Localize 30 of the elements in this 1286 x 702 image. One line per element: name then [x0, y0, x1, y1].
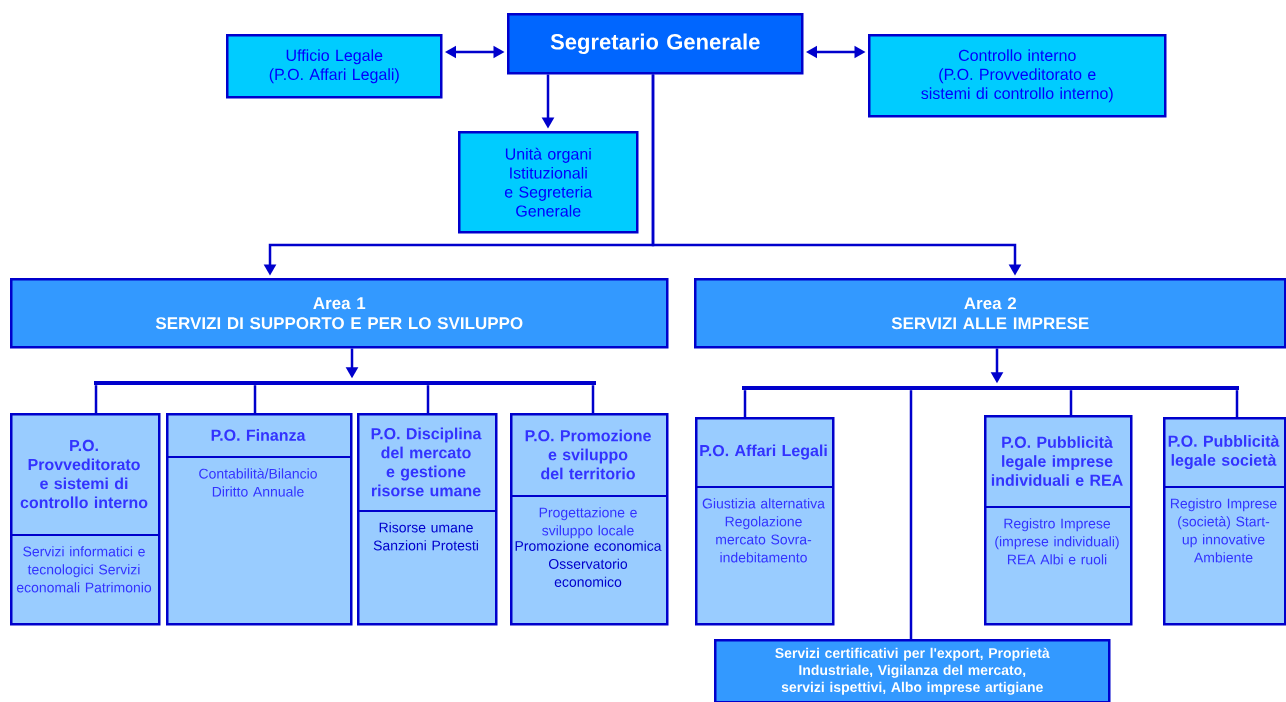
arrow [990, 348, 1004, 384]
connector-line [591, 385, 595, 413]
unit-box: P.O. Pubblicità legale società Registro Imprese (società) Start-up innovative Ambiente [1162, 417, 1286, 626]
unit-box: P.O. Promozione e sviluppo del territorio Progettazione e sviluppo locale Promozione economica Osservatorio economico [509, 413, 669, 626]
unit-box: P.O. Pubblicità legale imprese individuali e REA Registro Imprese (imprese individuali) REA Albi e ruoli [983, 415, 1133, 626]
bus-bar [94, 381, 596, 385]
connector-line [94, 385, 98, 413]
arrow [806, 45, 866, 59]
unit-box: P.O. Disciplina del mercato e gestione risorse umane Risorse umane Sanzioni Protesti [356, 413, 498, 626]
arrow [345, 348, 359, 379]
connector-line [1069, 390, 1073, 415]
connector-line [743, 390, 747, 417]
area-box: Area 1 SERVIZI DI SUPPORTO E PER LO SVILUPPO [10, 278, 669, 349]
unit-box: P.O. Finanza Contabilità/Bilancio Diritto Annuale [165, 413, 353, 626]
connector-line [909, 390, 913, 639]
unit-box: P.O. Provveditorato e sistemi di controllo interno Servizi informatici e tecnologici Servizi economali Patrimonio [9, 413, 161, 626]
bus-bar [742, 386, 1239, 390]
service-box: Servizi certificativi per l'export, Proprietà Industriale, Vigilanza del mercato, servizi ispettivi, Albo imprese artigiane [714, 639, 1111, 702]
arrow [445, 45, 505, 59]
arrow [651, 74, 1022, 276]
area-box: Area 2 SERVIZI ALLE IMPRESE [694, 278, 1286, 349]
connector-line [253, 385, 257, 413]
office-box: Ufficio Legale (P.O. Affari Legali) [226, 34, 443, 99]
connector-line [426, 385, 430, 413]
arrow [541, 74, 555, 129]
office-box: Controllo interno (P.O. Provveditorato e sistemi di controllo interno) [868, 34, 1167, 118]
office-box: Unità organi Istituzionali e Segreteria Generale [458, 131, 639, 234]
connector-line [1235, 390, 1239, 417]
head-box: Segretario Generale [507, 13, 804, 75]
unit-box: P.O. Affari Legali Giustizia alternativa Regolazione mercato Sovra-indebitamento [694, 417, 835, 626]
